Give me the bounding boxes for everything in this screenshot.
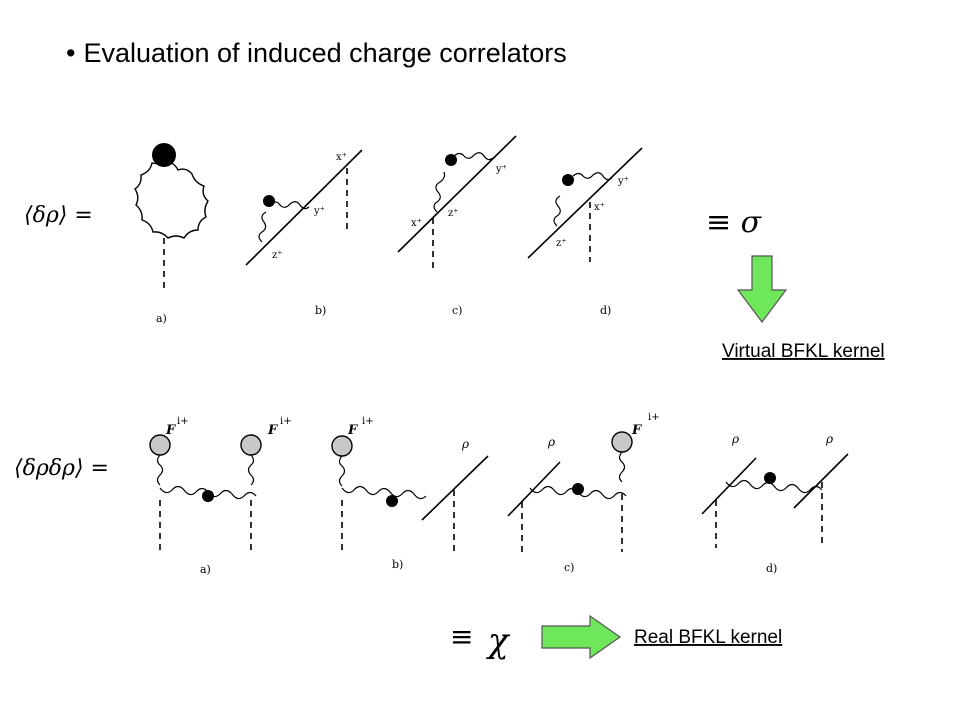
real-equiv: ≡ xyxy=(450,620,473,653)
real-caption-c: c) xyxy=(564,561,574,574)
real-b-dot xyxy=(386,495,398,507)
real-chi: χ xyxy=(486,621,511,661)
real-b-wavy xyxy=(338,455,427,500)
virtual-d-wavy xyxy=(553,172,613,227)
slide-title: •Evaluation of induced charge correlator… xyxy=(66,38,567,69)
virtual-down-arrow xyxy=(736,255,788,323)
real-c-F: F xyxy=(631,423,642,438)
real-lhs: ⟨δρδρ⟩ = xyxy=(14,456,109,481)
real-a-sup-left: i+ xyxy=(177,416,189,427)
real-diagram-d: ρ ρ d) xyxy=(701,432,849,575)
virtual-d-line xyxy=(527,147,643,259)
virtual-caption-c: c) xyxy=(452,304,462,317)
real-d-line-left xyxy=(701,457,757,515)
real-caption-d: d) xyxy=(766,562,777,575)
real-kernel-label: Real BFKL kernel xyxy=(634,627,782,648)
real-b-blob xyxy=(331,435,353,457)
real-caption-b: b) xyxy=(392,558,403,571)
virtual-diagram-c: y⁺ x⁺ z⁺ c) xyxy=(397,135,517,317)
real-a-blob-right xyxy=(240,434,262,456)
virtual-d-x: x⁺ xyxy=(594,202,605,213)
real-b-F: F xyxy=(347,423,358,438)
virtual-equiv-sigma: ≡ σ xyxy=(706,205,763,240)
virtual-c-x: x⁺ xyxy=(411,218,422,229)
virtual-a-loop xyxy=(134,157,209,239)
virtual-kernel-label: Virtual BFKL kernel xyxy=(722,341,885,362)
real-c-sup: i+ xyxy=(648,412,660,423)
virtual-b-x: x⁺ xyxy=(336,152,347,163)
real-b-sup: i+ xyxy=(362,416,374,427)
virtual-c-blob xyxy=(445,154,457,166)
virtual-b-line xyxy=(245,149,363,266)
virtual-c-wavy xyxy=(433,152,494,213)
real-right-arrow xyxy=(541,614,622,660)
real-d-rho-left: ρ xyxy=(731,432,739,446)
virtual-c-line xyxy=(397,135,517,253)
virtual-b-z: z⁺ xyxy=(272,250,283,261)
virtual-d-y: y⁺ xyxy=(617,176,629,187)
real-a-dot xyxy=(202,490,214,502)
virtual-c-z: z⁺ xyxy=(448,208,459,219)
real-a-F-right: F xyxy=(267,423,278,438)
virtual-d-z: z⁺ xyxy=(556,238,567,249)
virtual-caption-b: b) xyxy=(315,304,326,317)
virtual-caption-a: a) xyxy=(156,312,167,325)
virtual-diagram-a: a) xyxy=(134,143,209,325)
virtual-diagram-d: y⁺ x⁺ z⁺ d) xyxy=(527,147,643,317)
real-caption-a: a) xyxy=(200,563,211,576)
virtual-a-blob xyxy=(152,143,176,167)
real-c-line xyxy=(507,461,561,517)
virtual-c-y: y⁺ xyxy=(495,164,507,175)
real-d-dot xyxy=(764,472,776,484)
real-d-wavy xyxy=(725,479,823,494)
title-text: Evaluation of induced charge correlators xyxy=(83,38,567,68)
virtual-b-blob xyxy=(263,195,275,207)
real-c-rho: ρ xyxy=(547,435,555,449)
real-d-rho-right: ρ xyxy=(825,432,833,446)
virtual-caption-d: d) xyxy=(600,304,611,317)
virtual-lhs: ⟨δρ⟩ = xyxy=(24,203,93,228)
title-bullet: • xyxy=(66,38,76,68)
virtual-diagram-b: x⁺ y⁺ z⁺ b) xyxy=(245,149,363,317)
real-diagram-b: F i+ ρ b) xyxy=(331,416,489,571)
real-c-dot xyxy=(572,483,584,495)
virtual-b-y: y⁺ xyxy=(313,206,325,217)
real-a-sup-right: i+ xyxy=(280,416,292,427)
real-diagram-c: ρ F i+ c) xyxy=(507,412,660,574)
real-diagram-a: F i+ F i+ a) xyxy=(149,416,292,576)
real-a-F-left: F xyxy=(165,423,176,438)
real-d-line-right xyxy=(793,453,849,509)
real-c-blob xyxy=(611,431,633,453)
virtual-d-blob xyxy=(562,174,574,186)
real-b-rho: ρ xyxy=(461,437,469,451)
virtual-b-wavy xyxy=(258,201,310,243)
real-b-line xyxy=(421,455,489,521)
real-a-blob-left xyxy=(149,434,171,456)
